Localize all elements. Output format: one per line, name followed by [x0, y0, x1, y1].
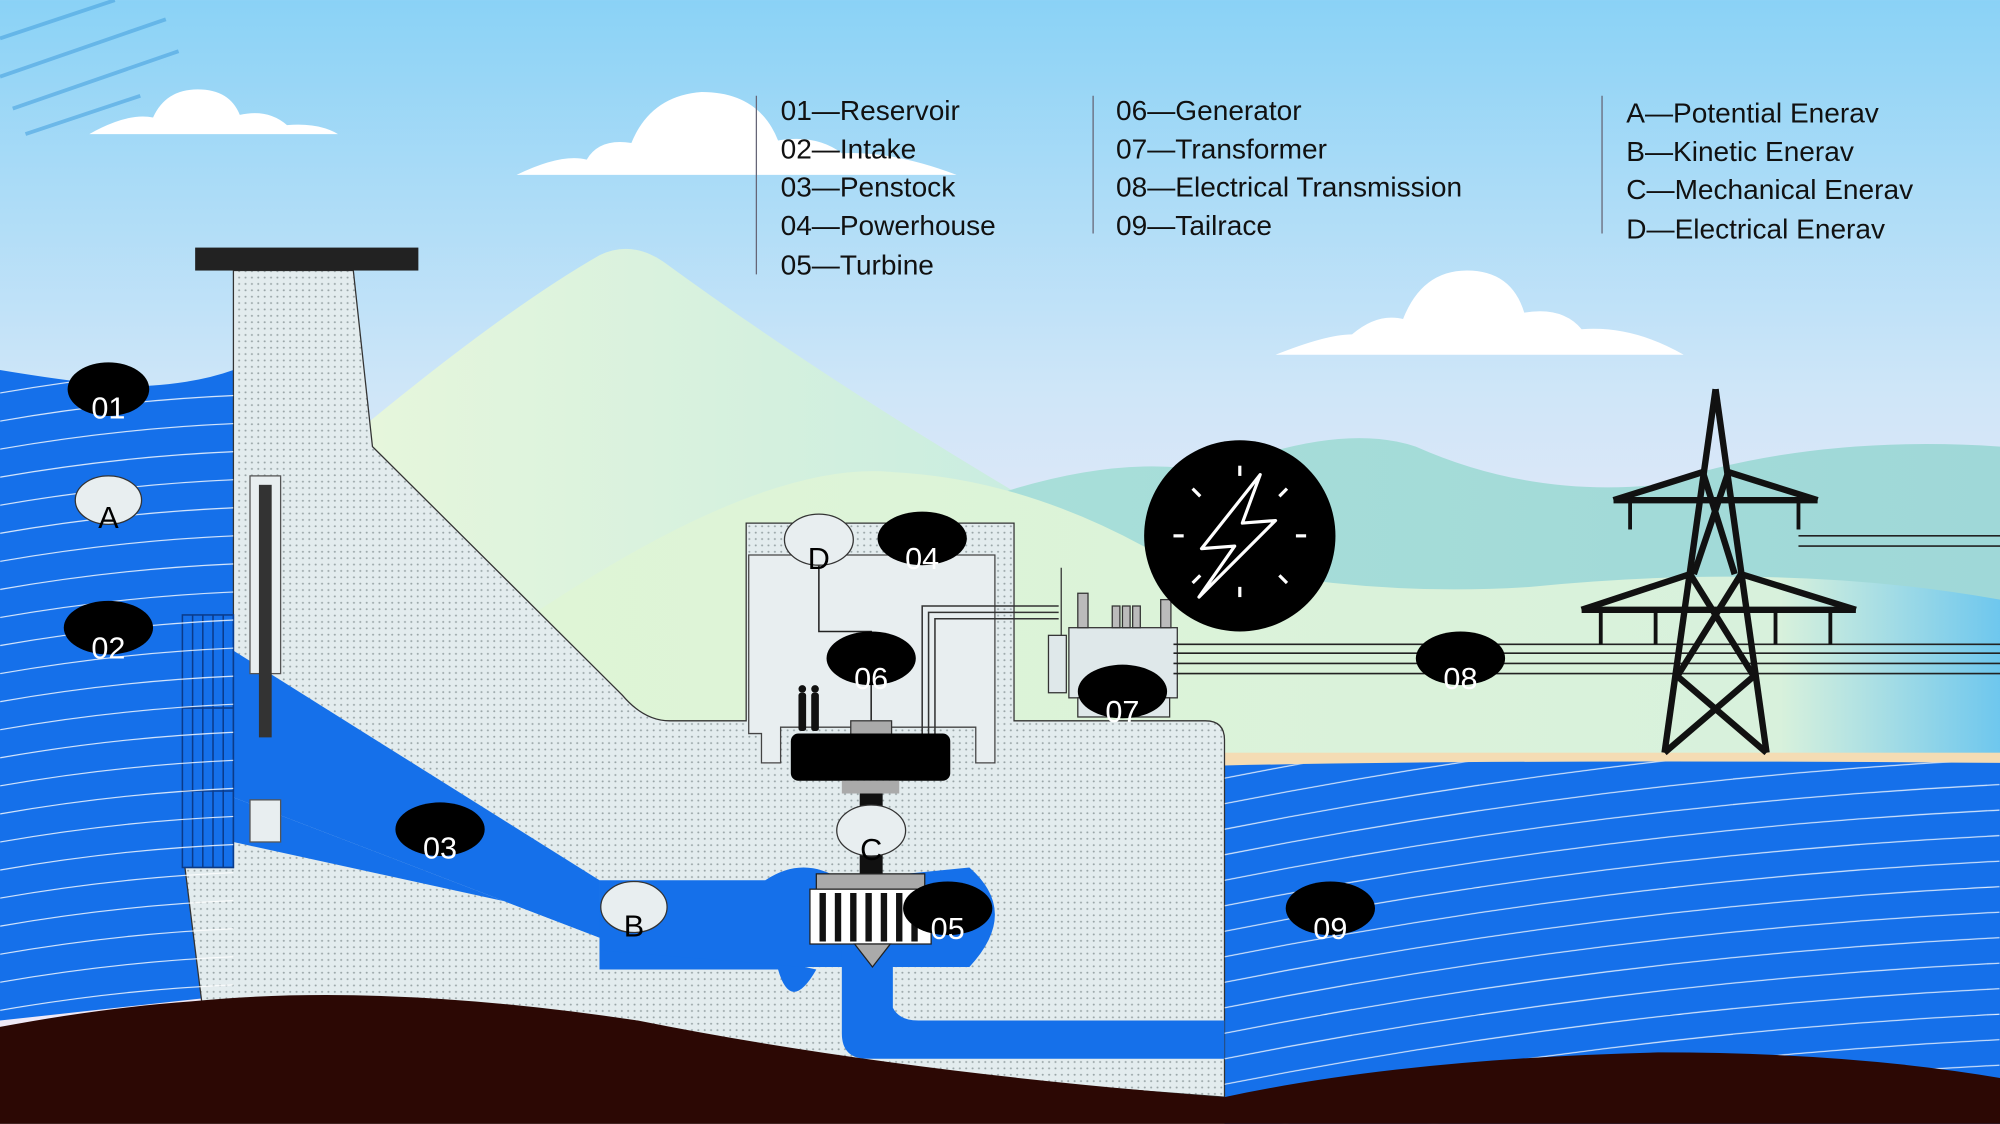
marker-d-electrical-energy[interactable]: D [783, 513, 854, 576]
marker-label: 08 [1443, 662, 1477, 696]
draft-tube [841, 944, 1225, 1059]
trash-rack [181, 614, 235, 869]
intake-gate-base [249, 799, 282, 843]
marker-label: 05 [931, 912, 965, 946]
marker-b-kinetic-energy[interactable]: B [600, 880, 668, 944]
people-silhouette [798, 685, 819, 732]
marker-a-potential-energy[interactable]: A [74, 475, 143, 535]
legend-item: 02—Intake [781, 133, 917, 164]
legend-item: 01—Reservoir [781, 95, 960, 126]
marker-label: 04 [905, 542, 939, 576]
legend-item: 05—Turbine [781, 249, 934, 280]
intake-gate-rod [258, 484, 272, 738]
legend: 01—Reservoir 02—Intake 03—Penstock 04—Po… [755, 95, 1913, 280]
marker-label: 09 [1313, 912, 1347, 946]
lightning-bolt-icon [1144, 440, 1336, 632]
marker-08-transmission[interactable]: 08 [1415, 631, 1506, 696]
legend-item: 03—Penstock [781, 172, 957, 203]
generator-base [841, 780, 900, 794]
marker-05-turbine[interactable]: 05 [903, 881, 993, 946]
marker-04-powerhouse[interactable]: 04 [877, 511, 967, 576]
marker-label: 07 [1105, 695, 1139, 729]
legend-item: 08—Electrical Transmission [1116, 172, 1462, 203]
tailrace-water [1224, 761, 2000, 1124]
legend-item: 04—Powerhouse [781, 210, 996, 241]
clouds [89, 89, 1684, 355]
penstock-upper [233, 650, 600, 938]
generator [790, 733, 951, 781]
transmission-lines [1173, 535, 2000, 675]
legend-item: B—Kinetic Enerav [1626, 136, 1854, 167]
marker-label: 06 [854, 662, 888, 696]
marker-02-intake[interactable]: 02 [63, 600, 154, 665]
marker-label: 03 [423, 832, 457, 866]
legend-item: C—Mechanical Enerav [1626, 174, 1913, 205]
marker-label: B [624, 909, 644, 943]
legend-item: A—Potential Enerav [1626, 98, 1879, 129]
marker-09-tailrace[interactable]: 09 [1285, 881, 1375, 946]
marker-07-transformer[interactable]: 07 [1077, 664, 1168, 729]
dam-crest [195, 247, 419, 271]
marker-c-mechanical-energy[interactable]: C [836, 804, 907, 867]
legend-item: D—Electrical Enerav [1626, 214, 1885, 245]
marker-06-generator[interactable]: 06 [826, 631, 916, 696]
legend-item: 06—Generator [1116, 95, 1302, 126]
marker-label: C [860, 833, 882, 867]
power-lines-out [921, 605, 1059, 734]
marker-label: A [98, 501, 119, 535]
marker-03-penstock[interactable]: 03 [395, 802, 485, 866]
marker-label: 01 [91, 392, 125, 426]
legend-item: 09—Tailrace [1116, 210, 1272, 241]
marker-label: D [808, 542, 830, 576]
ground [0, 995, 2000, 1124]
legend-item: 07—Transformer [1116, 133, 1327, 164]
marker-01-reservoir[interactable]: 01 [67, 362, 150, 426]
reservoir-water [0, 370, 234, 1021]
marker-label: 02 [91, 631, 125, 665]
wind-streaks [0, 0, 180, 136]
transmission-tower-icon [1580, 388, 1857, 756]
